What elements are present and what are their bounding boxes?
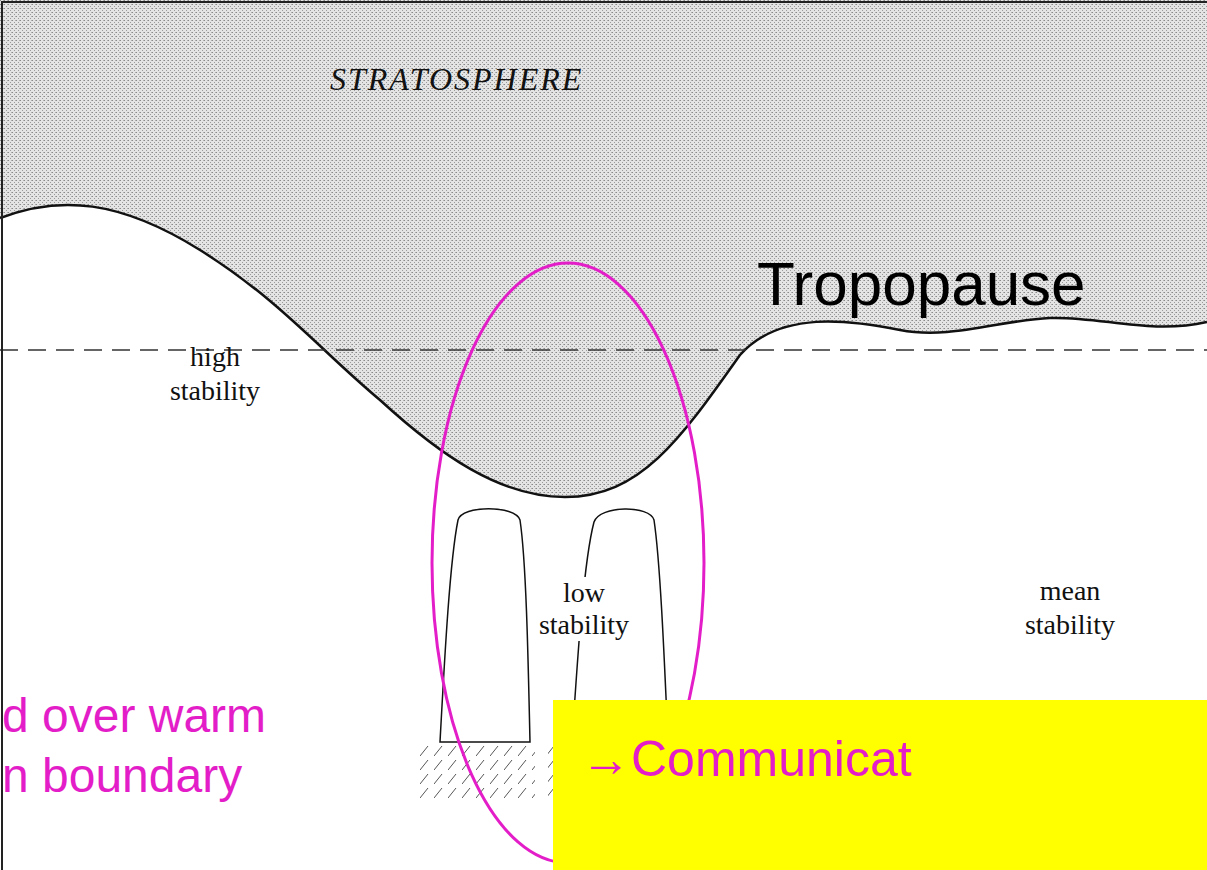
stability-label: high stability xyxy=(150,340,280,408)
highlight-box: →Communicat xyxy=(553,700,1207,870)
tropopause-line xyxy=(0,205,1207,497)
stability-label: mean stability xyxy=(1005,574,1135,642)
note-text: n boundary xyxy=(2,748,242,803)
stratosphere-fill xyxy=(0,0,1207,497)
line-label: Tropopause xyxy=(757,248,1086,319)
mean-tropopause-dashed xyxy=(0,349,1207,351)
callout-text: →Communicat xyxy=(581,730,912,788)
boundary-layer-hatch xyxy=(420,746,535,802)
region-title: STRATOSPHERE xyxy=(330,61,583,98)
convective-cell xyxy=(440,509,530,742)
stratosphere-region: STRATOSPHERE xyxy=(300,55,660,105)
note-text: d over warm xyxy=(2,688,266,743)
stability-label: low stability xyxy=(538,577,630,641)
